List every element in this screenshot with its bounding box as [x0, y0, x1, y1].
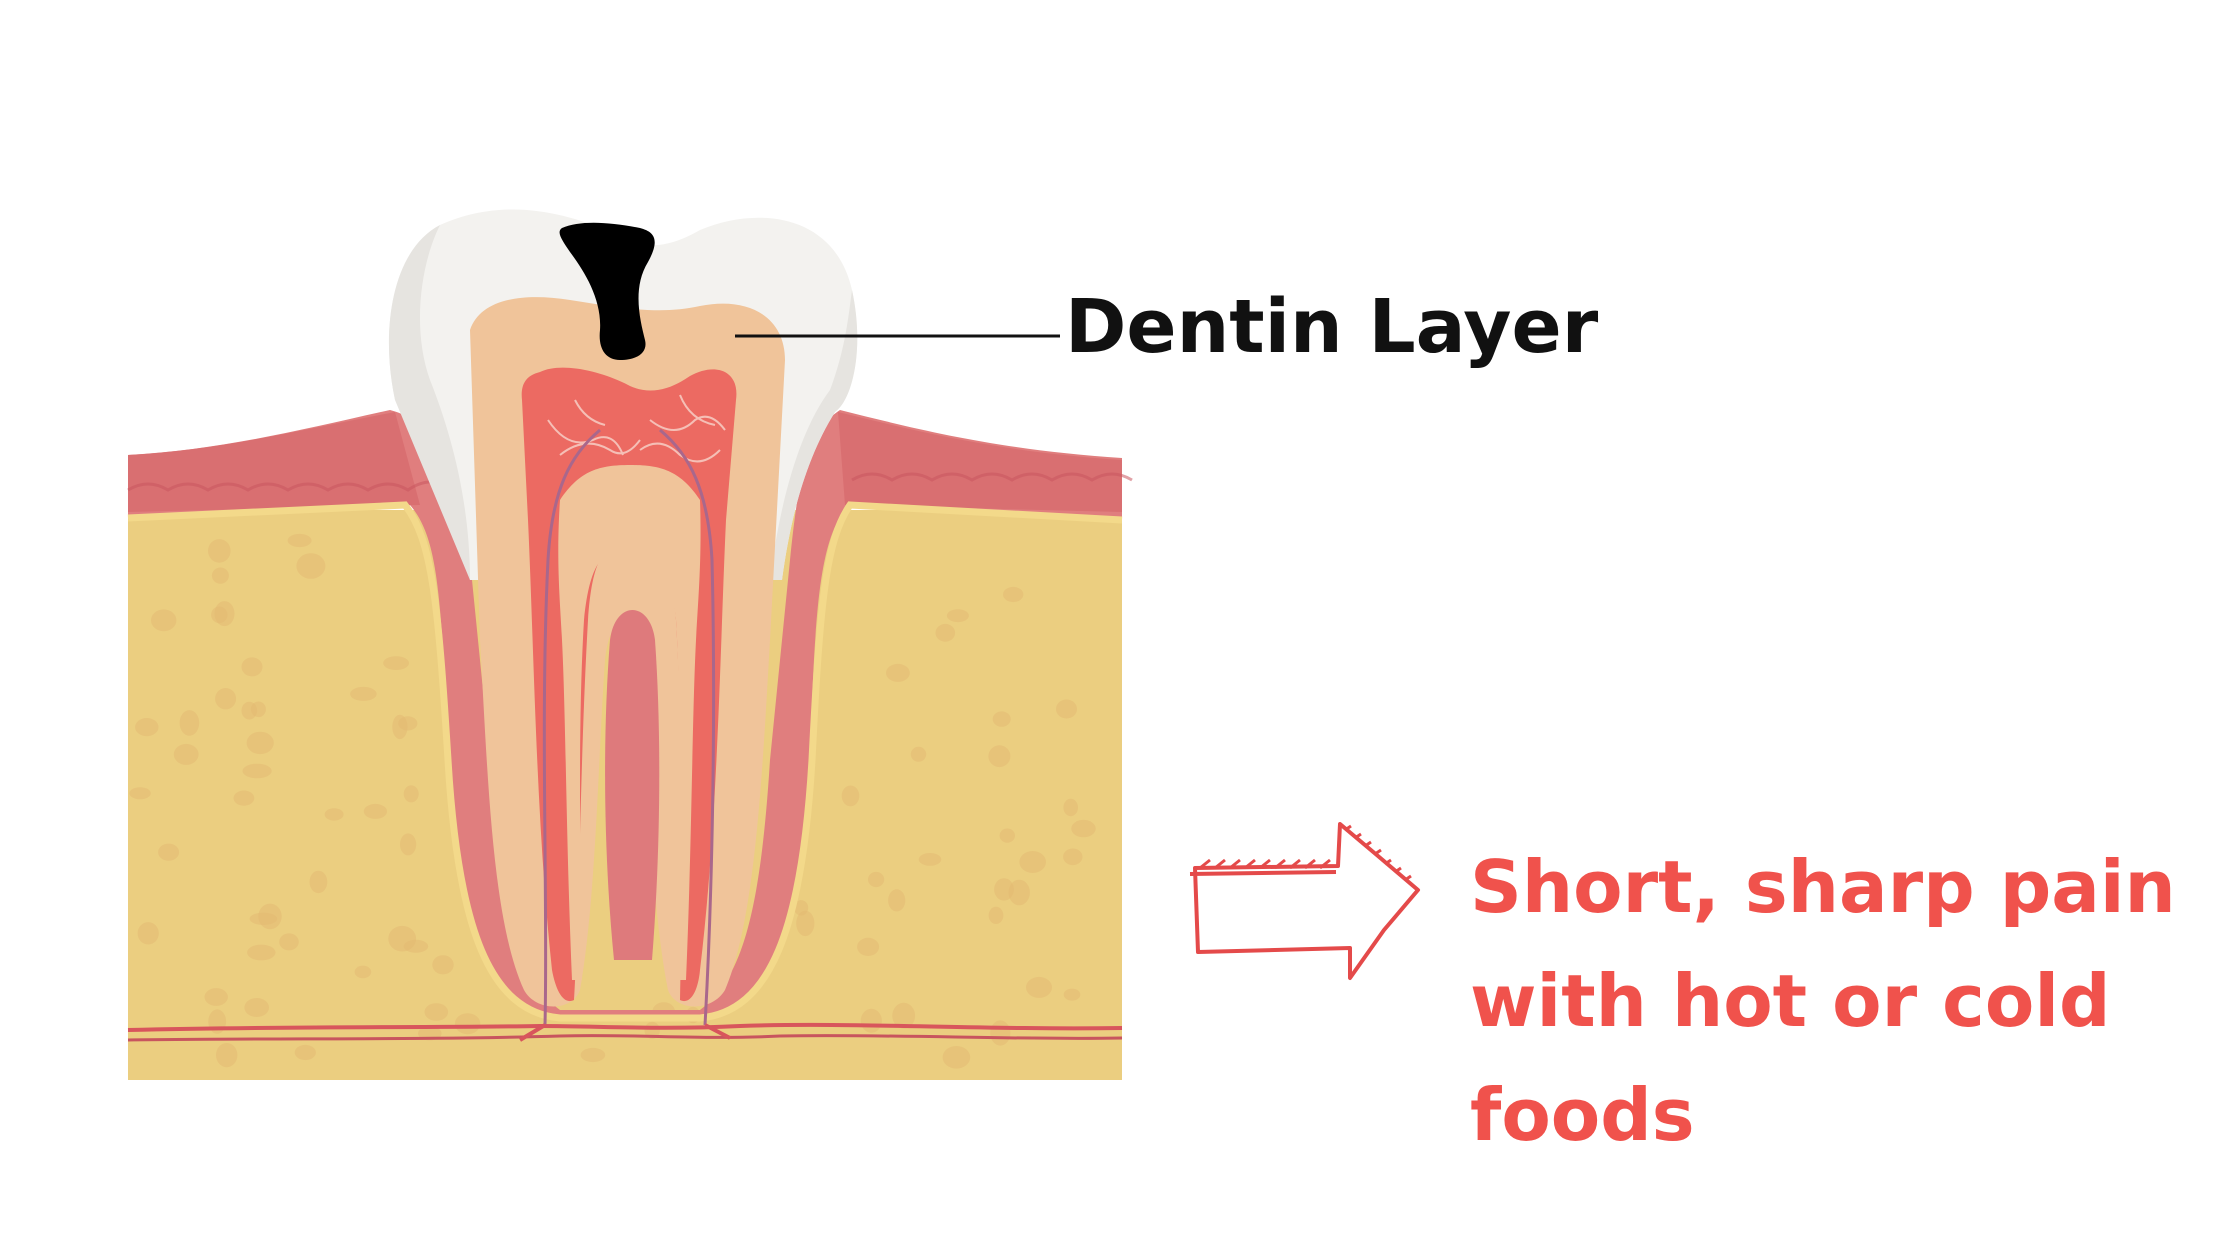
bone-spot	[294, 1044, 316, 1061]
bone-spot	[918, 853, 942, 866]
bone-spot	[935, 623, 956, 642]
bone-spot	[354, 965, 372, 979]
bone-spot	[241, 657, 263, 677]
bone-spot	[1008, 879, 1030, 906]
bone-spot	[910, 746, 927, 762]
symptom-line-2: with hot or cold	[1470, 959, 2111, 1043]
bone-spot	[432, 955, 454, 975]
bone-spot	[841, 785, 860, 807]
bone-spot	[886, 663, 910, 682]
hand-drawn-arrow-icon	[1189, 822, 1420, 980]
symptom-line-1: Short, sharp pain	[1470, 845, 2176, 929]
bone-spot	[247, 944, 276, 961]
bone-spot	[1056, 699, 1077, 719]
bone-spot	[211, 567, 229, 584]
bone-spot	[990, 1020, 1011, 1046]
bone-spot	[309, 870, 328, 894]
bone-spot	[383, 656, 409, 670]
bone-spot	[1063, 798, 1078, 817]
bone-spot	[208, 539, 231, 563]
bone-spot	[1071, 819, 1096, 838]
bone-spot	[363, 803, 387, 819]
bone-spot	[158, 843, 180, 861]
bone-spot	[946, 609, 969, 623]
bone-spot	[137, 922, 159, 945]
bone-spot	[388, 925, 417, 952]
bone-spot	[173, 743, 199, 765]
bone-spot	[454, 1013, 481, 1035]
bone-spot	[242, 763, 272, 779]
dentin-layer-label: Dentin Layer	[1065, 284, 1599, 370]
bone-spot	[324, 808, 344, 821]
bone-spot	[151, 609, 177, 632]
bone-spot	[216, 1043, 238, 1068]
bone-spot	[888, 889, 906, 912]
bone-spot	[1003, 586, 1024, 603]
bone-spot	[215, 688, 237, 710]
bone-spot	[999, 828, 1015, 843]
bone-spot	[794, 900, 809, 916]
bone-spot	[1026, 976, 1052, 998]
bone-spot	[1063, 988, 1081, 1001]
pulp-inner-root	[605, 610, 660, 960]
symptom-line-3: foods	[1470, 1073, 1695, 1157]
bone-spot	[892, 1002, 916, 1029]
gum-top-band-right	[838, 412, 1122, 512]
bone-spot	[241, 701, 258, 720]
bone-spot	[129, 787, 151, 800]
bone-spot	[350, 686, 377, 701]
bone-spot	[179, 710, 200, 736]
gum-scalloped-edge	[127, 480, 449, 492]
bone-spot	[988, 906, 1004, 925]
bone-spot	[992, 711, 1011, 727]
nerve-fibers	[547, 394, 726, 463]
gum-inner-edge	[127, 501, 1123, 1022]
bone-spot	[233, 790, 255, 806]
gum-scalloped-edge-right	[851, 472, 1133, 482]
bone-spot	[211, 606, 228, 624]
bone-spot	[988, 745, 1011, 768]
bone-spot	[942, 1046, 971, 1069]
bone-spot	[868, 871, 885, 888]
tooth-enamel-shade	[388, 225, 470, 580]
bone-spot	[403, 785, 419, 803]
bone-spot	[279, 933, 299, 951]
symptom-description: Short, sharp pain with hot or cold foods	[1470, 830, 2210, 1172]
bone-spot	[1019, 851, 1046, 873]
bone-spot	[796, 910, 815, 937]
bone-spot	[398, 716, 418, 731]
bone-spot	[246, 731, 274, 755]
bone-spot	[994, 878, 1014, 901]
bone-spot	[204, 988, 228, 1006]
bone-spot	[400, 833, 417, 856]
tooth-enamel-shade-right	[770, 290, 858, 580]
bone-spot	[287, 533, 312, 548]
bone-spot	[860, 1008, 882, 1033]
bone-spot	[296, 553, 326, 579]
tooth-cavity	[559, 222, 655, 360]
bone-spot	[1063, 848, 1083, 866]
gum-top-band	[128, 412, 420, 512]
bone-spot	[135, 718, 159, 737]
bone-spot	[244, 998, 269, 1017]
bottom-vessels	[127, 1022, 1123, 1042]
bone-spot	[857, 937, 880, 957]
bone-spot	[580, 1047, 606, 1063]
blood-vessels	[542, 428, 716, 1026]
root-canal-left	[558, 465, 701, 980]
bone-spot	[424, 1003, 449, 1021]
bone-spot	[258, 903, 282, 930]
